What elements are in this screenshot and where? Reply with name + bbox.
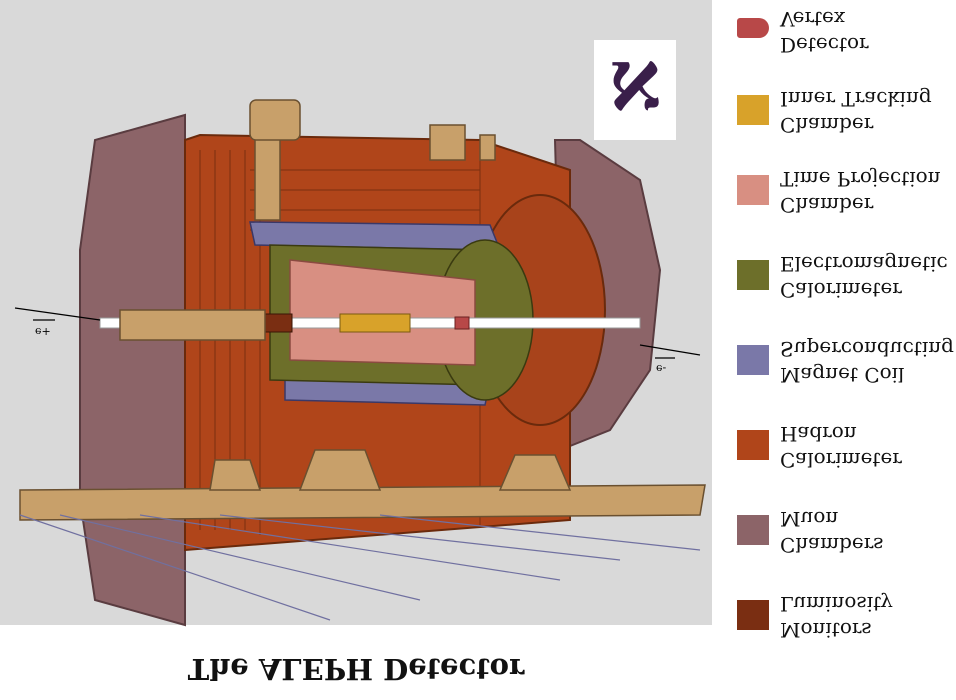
legend-label-line1: Time Projection [780,167,941,191]
legend-swatch-vertex [737,18,769,38]
beam-label-left: e+ [35,325,51,338]
legend-label-line2: Chambers [780,533,884,557]
legend-label-line1: Vertex [780,7,846,31]
legend-label-line2: Chamber [780,113,874,137]
legend-label-line2: Chamber [780,193,874,217]
legend-label-line1: Hadron [780,422,857,446]
legend-swatch-luminosity [737,600,769,630]
beam-label-right: e- [656,362,667,375]
legend-label-line1: Electromagnetic [780,252,948,276]
legend-swatch-magnet [737,345,769,375]
inner-tracking-chamber [339,313,411,333]
legend-label-line2: Calorimeter [780,448,902,472]
legend-swatch-tpc [737,175,769,205]
muon-endcap-left [79,113,186,627]
cables [19,514,701,621]
aleph-logo-glyph: א [608,42,662,138]
legend-swatch-muon [737,515,769,545]
legend-label-line2: Calorimeter [780,278,902,302]
vertex-detector [454,316,470,330]
beam-line-right [639,344,701,356]
legend-swatch-hadron [737,430,769,460]
aleph-logo: א [594,40,676,140]
legend-label-line2: Detector [780,33,869,57]
legend-swatch-em [737,260,769,290]
legend-label-line1: Muon [780,507,839,531]
support-frame [19,99,706,521]
beam-line-left [14,307,101,321]
time-projection-chamber [289,259,476,366]
legend-label-line1: Inner Tracking [780,87,932,111]
legend-label-line1: Superconducting [780,337,954,361]
legend-label-line2: Monitors [780,618,872,642]
legend-label-line2: Magnet Coil [780,363,905,387]
legend-label-line1: Luminosity [780,592,893,616]
detector-illustration: e+ e- [14,99,706,627]
legend-swatch-itc [737,95,769,125]
luminosity-monitor [261,313,293,333]
